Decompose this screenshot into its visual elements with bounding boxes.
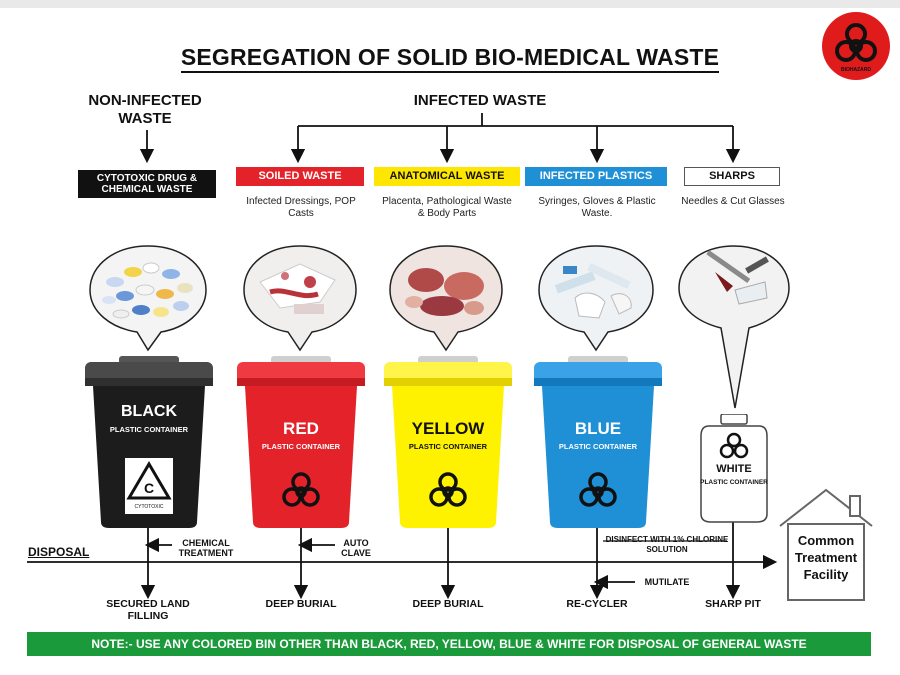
disposal-label: DISPOSAL bbox=[28, 545, 90, 559]
tag-infected-plastics: INFECTED PLASTICS bbox=[525, 167, 667, 186]
white-bin-name: WHITE bbox=[716, 463, 751, 475]
white-bin-sub: PLASTIC CONTAINER bbox=[700, 479, 768, 486]
tag-cytotoxic: CYTOTOXIC DRUG & CHEMICAL WASTE bbox=[78, 170, 216, 198]
blue-bin: BLUE PLASTIC CONTAINER bbox=[534, 356, 662, 528]
cytotoxic-symbol-icon: C bbox=[144, 480, 154, 496]
red-bin-name: RED bbox=[283, 419, 319, 438]
treatment-disinfect: DISINFECT WITH 1% CHLORINE SOLUTION bbox=[605, 535, 729, 554]
plastics-photo-bubble bbox=[538, 245, 654, 352]
desc-sharps: Needles & Cut Glasses bbox=[681, 196, 785, 207]
blue-bin-name: BLUE bbox=[575, 419, 621, 438]
black-bin: BLACK PLASTIC CONTAINER C CYTOTOXIC bbox=[85, 356, 213, 528]
desc-infected-plastics: Syringes, Gloves & Plastic Waste. bbox=[538, 196, 656, 219]
red-bin-biohazard-icon bbox=[282, 472, 320, 507]
desc-anatomical-waste: Placenta, Pathological Waste & Body Part… bbox=[382, 196, 512, 219]
treatment-mutilate: MUTILATE bbox=[644, 577, 690, 587]
emblem-caption: BIOHAZARD bbox=[841, 67, 871, 73]
disposal-secured-land-filling: SECURED LAND FILLING bbox=[106, 598, 190, 622]
disposal-deep-burial-red: DEEP BURIAL bbox=[265, 598, 337, 610]
header-infected: INFECTED WASTE bbox=[413, 92, 547, 109]
disposal-recycler: RE-CYCLER bbox=[566, 598, 628, 610]
anatomical-photo-bubble bbox=[389, 245, 503, 352]
tag-anatomical-waste: ANATOMICAL WASTE bbox=[374, 167, 520, 186]
treatment-autoclave: AUTO CLAVE bbox=[341, 538, 371, 558]
white-sharps-container: WHITE PLASTIC CONTAINER bbox=[700, 414, 768, 523]
header-non-infected: NON-INFECTED WASTE bbox=[88, 92, 202, 127]
treatment-chemical: CHEMICAL TREATMENT bbox=[178, 538, 234, 558]
black-bin-sub: PLASTIC CONTAINER bbox=[110, 425, 189, 434]
top-border bbox=[0, 0, 900, 8]
red-bin-sub: PLASTIC CONTAINER bbox=[262, 442, 341, 451]
disposal-sharp-pit: SHARP PIT bbox=[705, 598, 761, 610]
yellow-bin-sub: PLASTIC CONTAINER bbox=[409, 442, 488, 451]
dressings-photo-bubble bbox=[243, 245, 357, 352]
facility-house-icon bbox=[779, 488, 873, 601]
note-banner: NOTE:- USE ANY COLORED BIN OTHER THAN BL… bbox=[27, 632, 871, 656]
red-bin: RED PLASTIC CONTAINER bbox=[237, 356, 365, 528]
desc-soiled-waste: Infected Dressings, POP Casts bbox=[246, 196, 356, 219]
tag-soiled-waste: SOILED WASTE bbox=[236, 167, 364, 186]
blue-bin-biohazard-icon bbox=[579, 472, 617, 507]
yellow-bin-biohazard-icon bbox=[429, 472, 467, 507]
black-bin-name: BLACK bbox=[121, 403, 177, 420]
tag-sharps: SHARPS bbox=[684, 167, 780, 186]
biohazard-emblem-icon: BIOHAZARD bbox=[822, 12, 890, 80]
yellow-bin: YELLOW PLASTIC CONTAINER bbox=[384, 356, 512, 528]
facility-label: Common Treatment Facility bbox=[794, 533, 858, 582]
blue-bin-sub: PLASTIC CONTAINER bbox=[559, 442, 638, 451]
pills-photo-bubble bbox=[89, 245, 207, 352]
white-bin-biohazard-icon bbox=[719, 432, 749, 459]
yellow-bin-name: YELLOW bbox=[412, 419, 486, 438]
page-title: SEGREGATION OF SOLID BIO-MEDICAL WASTE bbox=[0, 44, 900, 73]
disposal-deep-burial-yellow: DEEP BURIAL bbox=[412, 598, 484, 610]
cytotoxic-caption: CYTOTOXIC bbox=[135, 504, 164, 510]
sharps-photo-bubble bbox=[678, 245, 790, 409]
